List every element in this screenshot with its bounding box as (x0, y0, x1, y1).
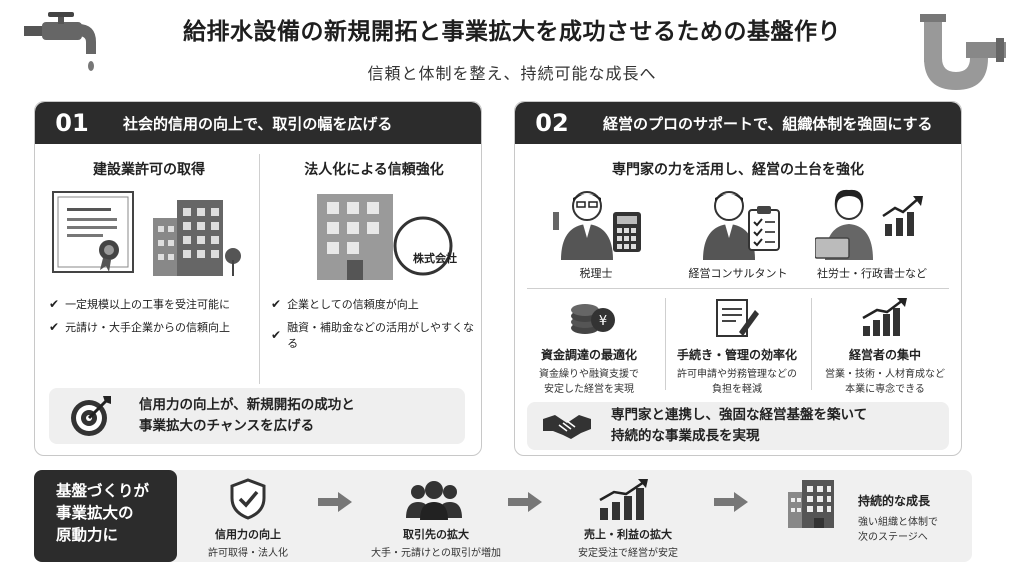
support-callout: 専門家と連携し、強固な経営基盤を築いて 持続的な事業成長を実現 (527, 402, 949, 450)
panel-support: 02 経営のプロのサポートで、組織体制を強固にする 専門家の力を活用し、経営の土… (514, 101, 962, 456)
growth-chart-icon (882, 196, 923, 236)
check-icon: ✔ (271, 297, 282, 311)
panel-number: 02 (535, 109, 569, 137)
panel-header: 02 経営のプロのサポートで、組織体制を強固にする (515, 102, 961, 144)
flow-step-credit: 信用力の向上 許可取得・法人化 (208, 528, 288, 559)
credit-callout: 信用力の向上が、新規開拓の成功と 事業拡大のチャンスを広げる (49, 388, 465, 444)
office-building-icon (788, 480, 834, 528)
incorporation-title: 法人化による信頼強化 (304, 162, 444, 178)
coins-icon: ¥ (571, 304, 615, 334)
license-bullet-2: ✔ 元請け・大手企業からの信頼向上 (49, 320, 231, 334)
incorporation-bullet-1: ✔ 企業としての信頼度が向上 (271, 297, 419, 311)
expert-label-labor: 社労士・行政書士など (817, 267, 927, 280)
svg-text:¥: ¥ (599, 314, 607, 329)
benefit-focus: 経営者の集中 営業・技術・人材育成など 本業に専念できる (825, 348, 945, 395)
benefit-divider (665, 298, 666, 390)
check-icon: ✔ (49, 297, 60, 311)
company-badge: 株式会社 (413, 252, 457, 265)
faucet-icon (24, 12, 96, 71)
bar-chart-icon (862, 298, 907, 336)
panel-number: 01 (55, 109, 89, 137)
support-callout-line-2: 持続的な事業成長を実現 (611, 428, 760, 444)
benefit-divider (811, 298, 812, 390)
people-icon (406, 481, 462, 520)
shield-check-icon (230, 478, 266, 520)
expert-label-consultant: 経営コンサルタント (688, 267, 788, 280)
growth-flow-label: 基盤づくりが 事業拡大の 原動力に (34, 470, 177, 562)
check-icon: ✔ (49, 320, 60, 334)
labor-consultant-icon (815, 189, 873, 260)
arrow-right-icon (714, 492, 748, 512)
panel-title: 経営のプロのサポートで、組織体制を強固にする (603, 114, 933, 133)
experts-divider (527, 288, 949, 289)
page-title: 給排水設備の新規開拓と事業拡大を成功させるための基盤作り (183, 19, 841, 45)
benefit-efficiency: 手続き・管理の効率化 許可申請や労務管理などの 負担を軽減 (676, 348, 797, 395)
certificate-icon (52, 191, 134, 273)
license-title: 建設業許可の取得 (93, 162, 205, 178)
building-icon (153, 200, 241, 276)
arrow-right-icon (318, 492, 352, 512)
panel-header: 01 社会的信用の向上で、取引の幅を広げる (35, 102, 481, 144)
benefit-funding: 資金調達の最適化 資金繰りや融資支援で 安定した経営を実現 (539, 348, 639, 395)
company-building-icon (317, 194, 453, 280)
flow-step-growth: 持続的な成長 強い組織と体制で 次のステージへ (858, 494, 938, 543)
header: 給排水設備の新規開拓と事業拡大を成功させるための基盤作り 信頼と体制を整え、持続… (0, 0, 1024, 100)
license-bullet-1: ✔ 一定規模以上の工事を受注可能に (49, 297, 231, 311)
clipboard-icon (748, 206, 780, 251)
tax-accountant-icon (553, 191, 613, 260)
expert-label-tax: 税理士 (579, 267, 613, 280)
document-pen-icon (716, 299, 759, 337)
flow-step-sales: 売上・利益の拡大 安定受注で経営が安定 (578, 528, 678, 559)
column-divider (259, 154, 260, 384)
panel-title: 社会的信用の向上で、取引の幅を広げる (123, 114, 393, 133)
handshake-icon (543, 415, 591, 439)
consultant-icon (703, 191, 755, 260)
arrow-right-icon (508, 492, 542, 512)
experts-heading: 専門家の力を活用し、経営の土台を強化 (612, 162, 864, 178)
incorporation-bullet-2: ✔ 融資・補助金などの活用がしやすくなる (271, 321, 474, 350)
credit-callout-line-1: 信用力の向上が、新規開拓の成功と (139, 397, 355, 413)
rising-chart-icon (599, 479, 648, 520)
target-icon (71, 396, 111, 436)
flow-step-clients: 取引先の拡大 大手・元請けとの取引が増加 (371, 528, 501, 559)
credit-callout-line-2: 事業拡大のチャンスを広げる (139, 418, 315, 434)
page-subtitle: 信頼と体制を整え、持続可能な成長へ (367, 64, 657, 83)
pipe-icon (920, 14, 1006, 90)
support-callout-line-1: 専門家と連携し、強固な経営基盤を築いて (611, 407, 868, 423)
check-icon: ✔ (271, 328, 282, 342)
panel-credit: 01 社会的信用の向上で、取引の幅を広げる 建設業許可の取得 法人化による信頼強… (34, 101, 482, 456)
calculator-icon (613, 212, 641, 252)
